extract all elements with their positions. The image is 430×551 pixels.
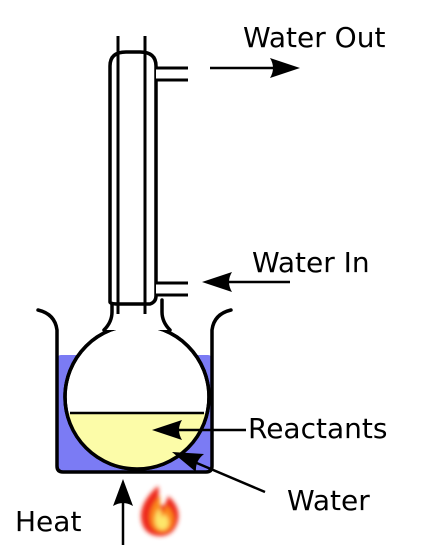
beaker: [36, 308, 233, 474]
water-in-arrow: [202, 272, 290, 292]
water-out-arrow: [210, 58, 300, 78]
heat-arrow: [113, 479, 133, 545]
label-reactants: Reactants: [248, 412, 387, 445]
label-heat: Heat: [15, 505, 81, 538]
reactants-arrow: [152, 420, 246, 440]
label-water: Water: [287, 484, 370, 517]
water-inlet-tube: [156, 281, 188, 297]
flame-icon: [140, 486, 179, 537]
water-arrow: [172, 452, 266, 494]
label-water-in: Water In: [252, 246, 370, 279]
flask-neck: [104, 300, 170, 330]
label-water-out: Water Out: [243, 21, 385, 54]
water-outlet-tube: [156, 66, 188, 82]
